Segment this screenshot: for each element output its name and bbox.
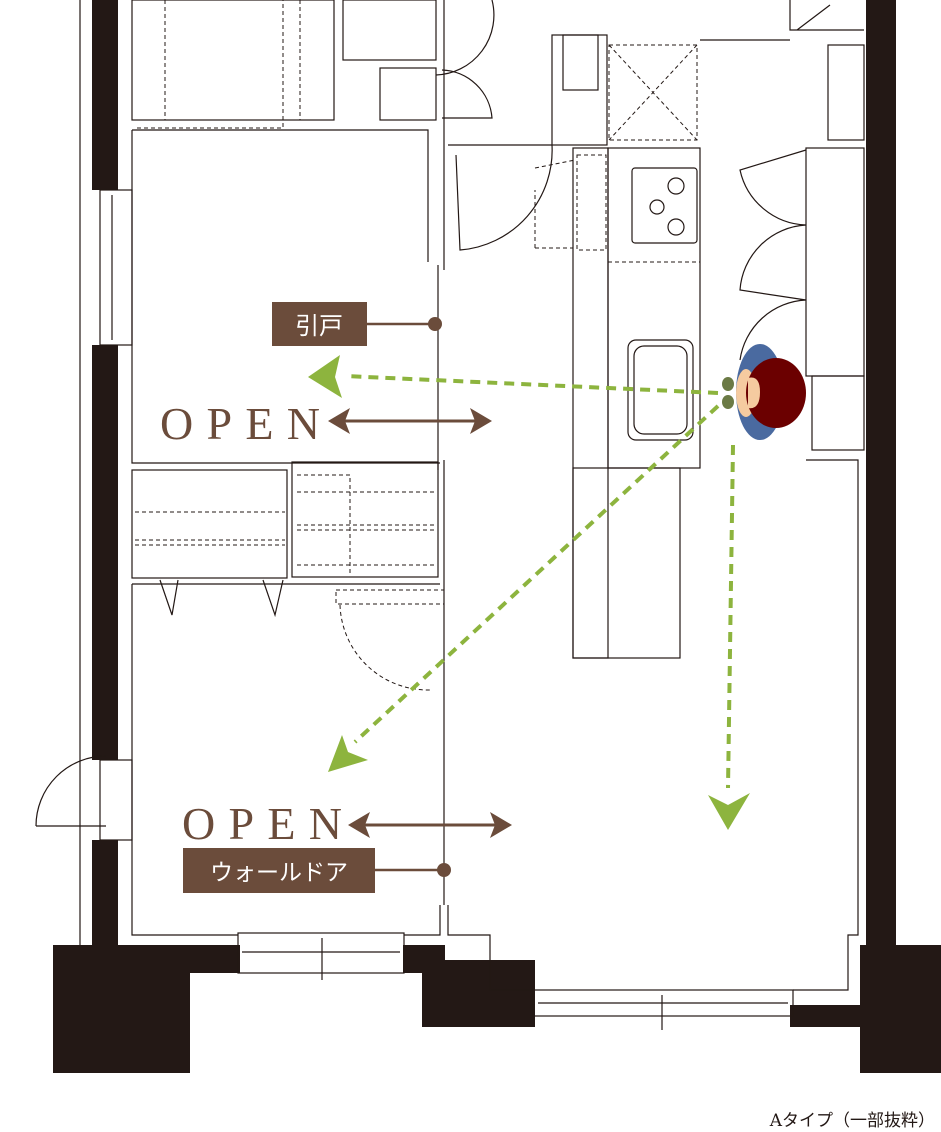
open-label-bottom: OPEN bbox=[182, 798, 342, 849]
sliding-door-callout: 引戸 bbox=[272, 302, 442, 346]
open-indicator-top: OPEN bbox=[160, 398, 492, 449]
wall-door-callout: ウォールドア bbox=[183, 848, 451, 893]
person-icon bbox=[722, 344, 806, 440]
sightline-arrows bbox=[308, 355, 750, 830]
sliding-door-label: 引戸 bbox=[295, 312, 343, 340]
open-label-top: OPEN bbox=[160, 398, 320, 449]
interior bbox=[131, 0, 865, 991]
wall-door-label: ウォールドア bbox=[210, 860, 348, 886]
open-indicator-bottom: OPEN bbox=[182, 798, 512, 849]
walls bbox=[53, 0, 941, 1073]
plan-type-caption: Aタイプ（一部抜粋） bbox=[769, 1111, 935, 1131]
